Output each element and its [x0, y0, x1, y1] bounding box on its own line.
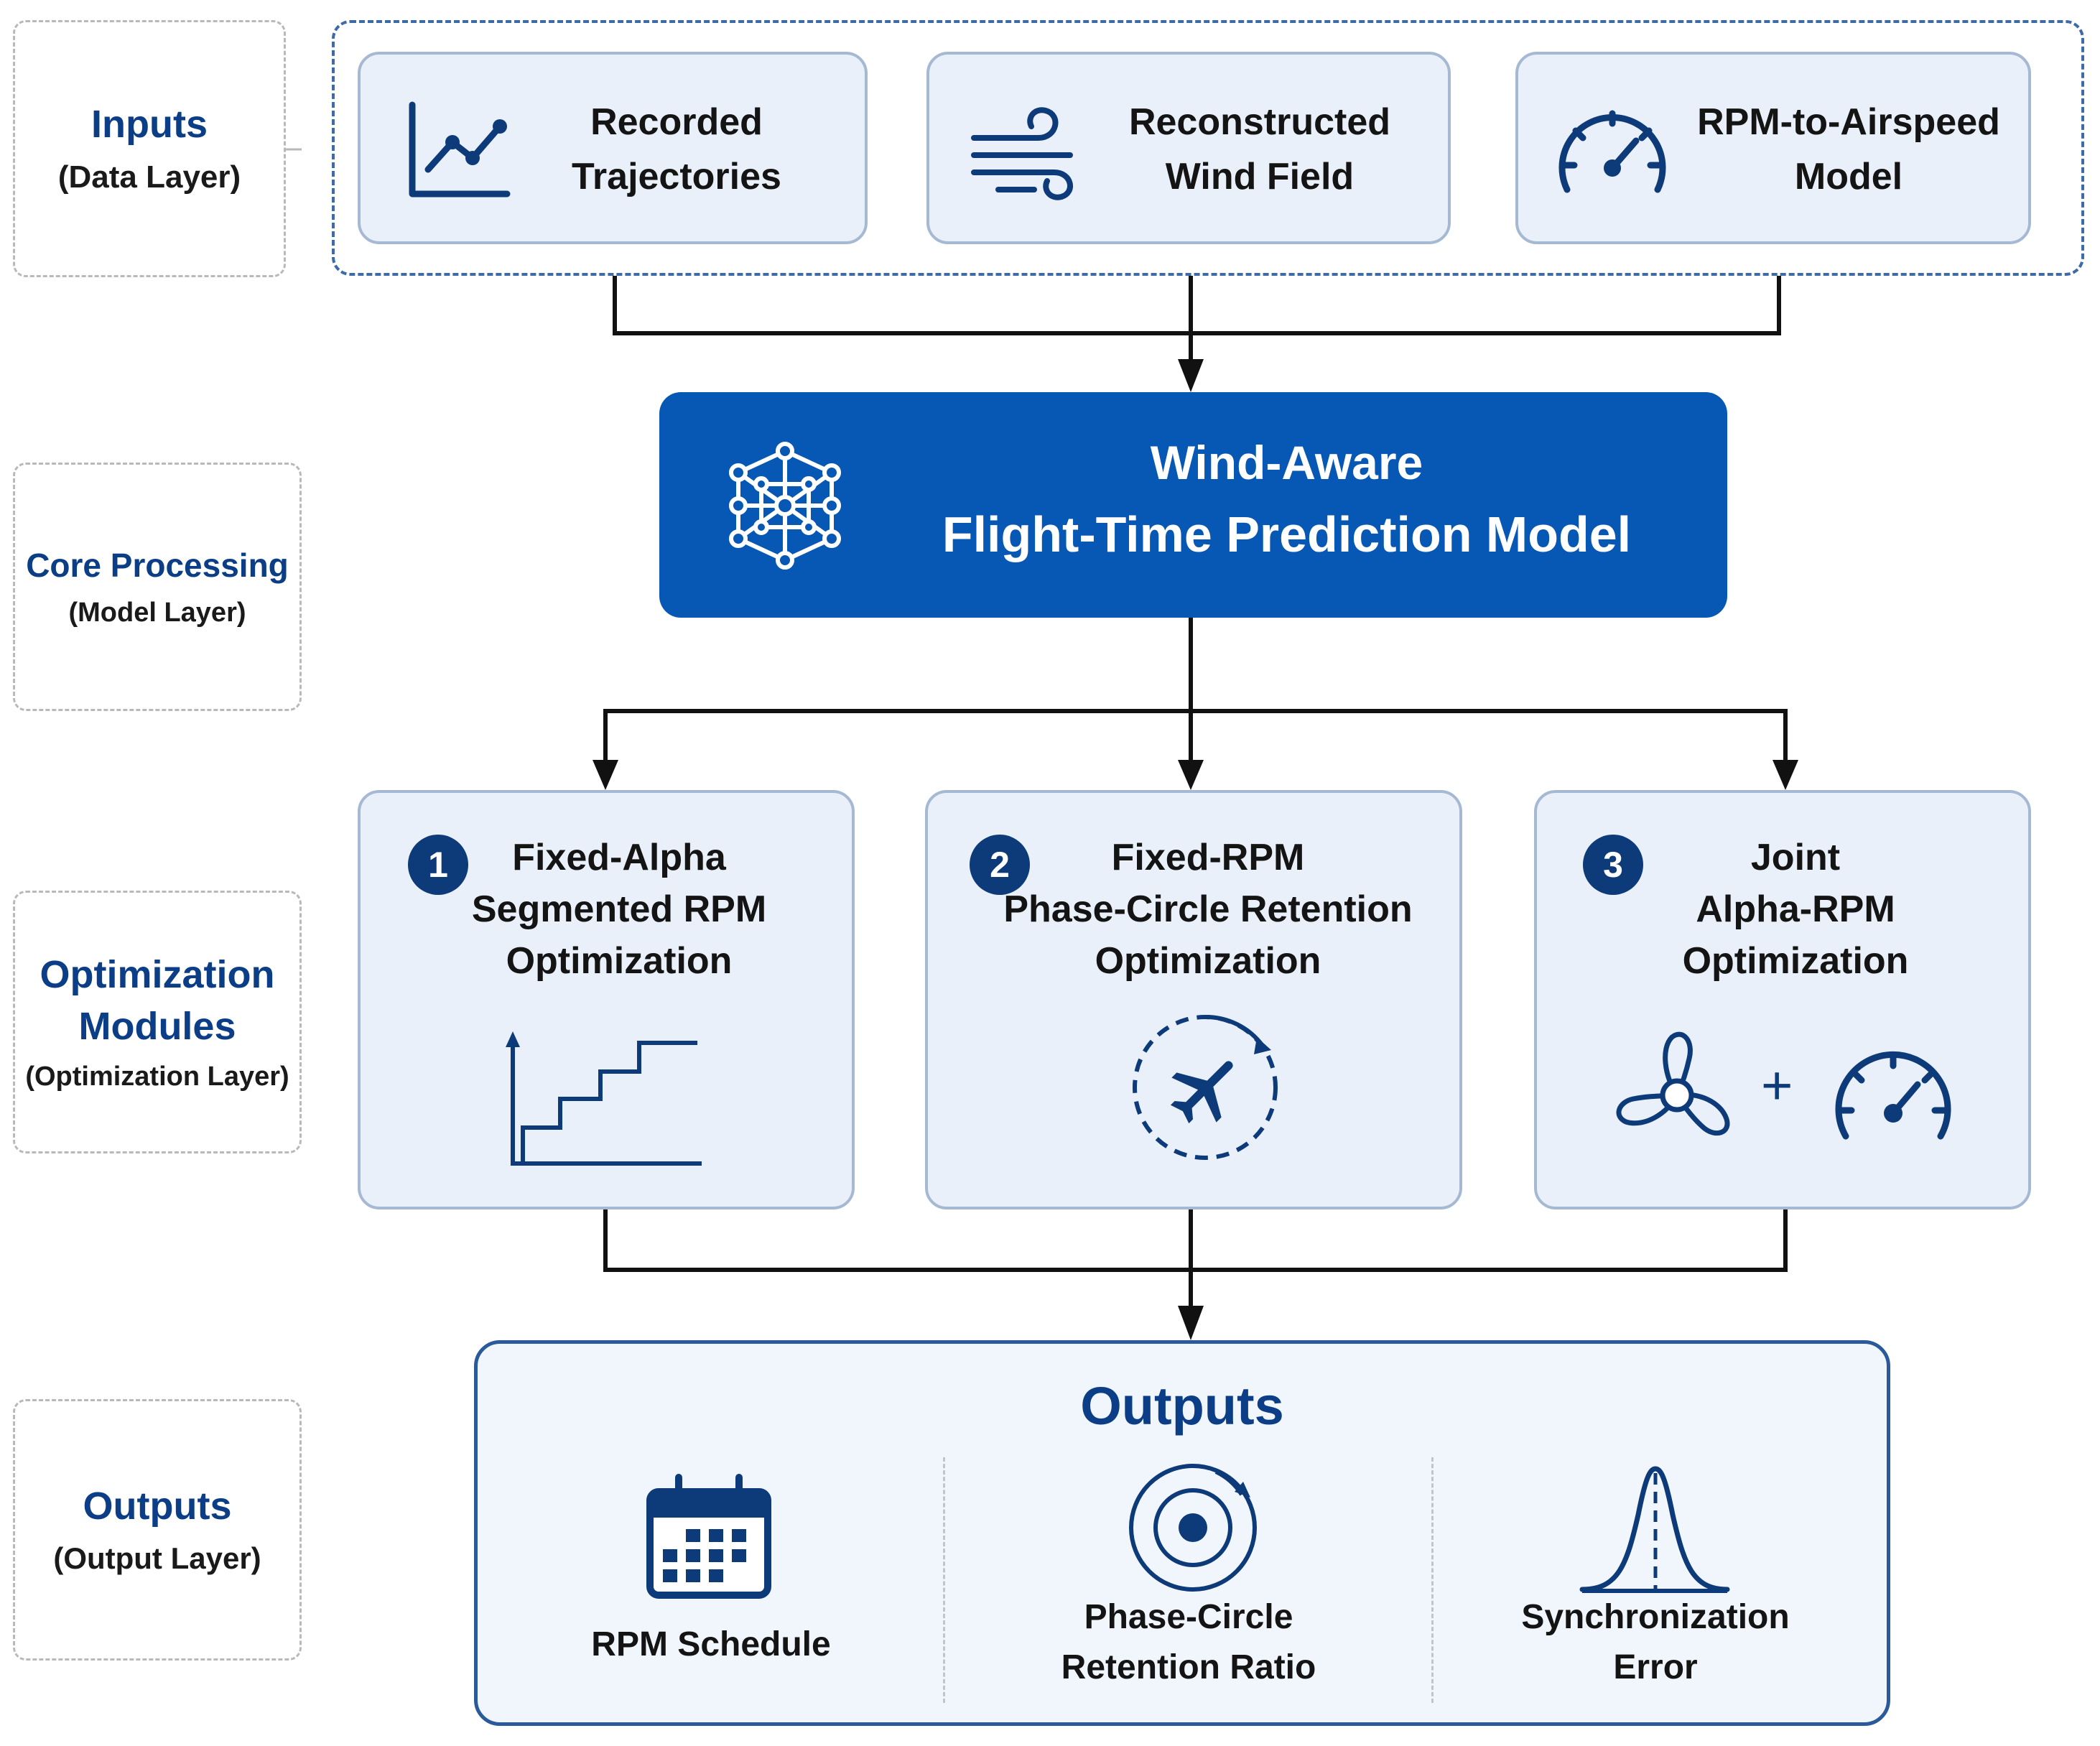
inputs-group: [332, 20, 2084, 276]
arrow-to-module-1: [593, 760, 618, 790]
module-title-line3: Optimization: [506, 940, 733, 982]
output-label-line2: Error: [1613, 1648, 1698, 1686]
module-title-line2: Segmented RPM: [471, 888, 767, 930]
layer-subtitle: (Data Layer): [57, 159, 241, 195]
layer-subtitle: (Output Layer): [53, 1541, 261, 1575]
modules-merge-line: [603, 1209, 1788, 1272]
input-reconstructed-wind-field: Reconstructed Wind Field: [926, 52, 1451, 244]
module-title-line3: Optimization: [1682, 940, 1909, 982]
module-fixed-alpha: 1 Fixed-Alpha Segmented RPM Optimization: [358, 790, 855, 1209]
module-title-line2: Phase-Circle Retention: [1003, 888, 1413, 930]
module-title: Joint Alpha-RPM Optimization: [1623, 832, 1968, 987]
line-chart-icon: [409, 101, 511, 198]
outputs-box: Outputs RPM Schedule Phase-C: [474, 1340, 1890, 1726]
module-title-line1: Joint: [1750, 837, 1841, 878]
module-title: Fixed-Alpha Segmented RPM Optimization: [447, 832, 791, 987]
module-number-badge: 3: [1583, 835, 1643, 895]
layer-label-optimization: Optimization Modules (Optimization Layer…: [13, 891, 302, 1153]
layer-subtitle: (Optimization Layer): [25, 1061, 289, 1092]
arrow-to-core: [1178, 359, 1204, 392]
output-label-line1: Synchronization: [1521, 1598, 1790, 1636]
core-model-title-line1: Wind-Aware: [1150, 436, 1423, 489]
output-label: Synchronization Error: [1490, 1592, 1821, 1693]
output-label: RPM Schedule: [549, 1620, 873, 1670]
input-rpm-to-airspeed-model: RPM-to-Airspeed Model: [1515, 52, 2031, 244]
core-model-title-line2: Flight-Time Prediction Model: [942, 506, 1632, 562]
wind-icon: [971, 107, 1073, 200]
layer-title-line1: Optimization: [40, 952, 275, 996]
target-icon: [1129, 1464, 1257, 1592]
output-label-line2: Retention Ratio: [1061, 1648, 1316, 1686]
module-fixed-rpm: 2 Fixed-RPM Phase-Circle Retention Optim…: [925, 790, 1462, 1209]
layer-label-inputs: Inputs (Data Layer): [13, 20, 286, 277]
module-number-badge: 2: [970, 835, 1030, 895]
arrow-to-outputs: [1178, 1306, 1204, 1340]
step-chart-icon: [506, 1031, 702, 1166]
plus-sign: +: [1761, 1055, 1793, 1116]
outputs-title: Outputs: [1080, 1376, 1284, 1436]
modules-split-line: [603, 709, 1788, 760]
module-title-line2: Alpha-RPM: [1696, 888, 1895, 930]
output-label-line1: Phase-Circle: [1084, 1598, 1293, 1636]
layer-subtitle: (Model Layer): [68, 597, 246, 628]
speedometer-icon: [1835, 1051, 1951, 1140]
outputs-divider-1: [943, 1457, 945, 1703]
core-model-box: Wind-Aware Flight-Time Prediction Model: [659, 392, 1727, 618]
arrow-to-module-3: [1773, 760, 1798, 790]
input-label-line2: Trajectories: [572, 156, 781, 198]
input-label: RPM-to-Airspeed Model: [1683, 95, 2014, 204]
input-label-line2: Model: [1794, 156, 1903, 198]
input-recorded-trajectories: Recorded Trajectories: [358, 52, 868, 244]
bell-curve-icon: [1579, 1466, 1730, 1593]
input-label-line1: RPM-to-Airspeed: [1697, 101, 2000, 143]
speedometer-icon: [1558, 110, 1666, 193]
layer-title: Outputs: [83, 1485, 232, 1528]
input-label-line2: Wind Field: [1165, 156, 1355, 198]
propeller-icon: [1616, 1031, 1730, 1136]
layer-title: Inputs: [91, 103, 208, 146]
neural-network-icon: [729, 442, 841, 570]
module-title-line1: Fixed-RPM: [1111, 837, 1305, 878]
input-label-line1: Recorded: [590, 101, 763, 143]
module-number-badge: 1: [408, 835, 468, 895]
layer-label-outputs: Outputs (Output Layer): [13, 1399, 302, 1661]
inputs-merge-line: [613, 276, 1781, 335]
calendar-icon: [646, 1474, 771, 1599]
layer-title: Core Processing: [26, 546, 289, 584]
module-title-line3: Optimization: [1095, 940, 1321, 982]
layer-label-core: Core Processing (Model Layer): [13, 463, 302, 711]
input-label-line1: Reconstructed: [1128, 101, 1391, 143]
arrow-to-module-2: [1178, 760, 1204, 790]
input-label: Reconstructed Wind Field: [1095, 95, 1425, 204]
airplane-circle-icon: [1133, 1014, 1278, 1160]
output-label: Phase-Circle Retention Ratio: [1023, 1592, 1354, 1693]
outputs-divider-2: [1431, 1457, 1434, 1703]
module-title: Fixed-RPM Phase-Circle Retention Optimiz…: [993, 832, 1423, 987]
layer-title-line2: Modules: [78, 1004, 236, 1048]
output-label-line1: RPM Schedule: [591, 1625, 831, 1663]
module-joint-alpha-rpm: 3 Joint Alpha-RPM Optimization +: [1534, 790, 2031, 1209]
module-title-line1: Fixed-Alpha: [512, 837, 726, 878]
input-label: Recorded Trajectories: [526, 95, 827, 204]
